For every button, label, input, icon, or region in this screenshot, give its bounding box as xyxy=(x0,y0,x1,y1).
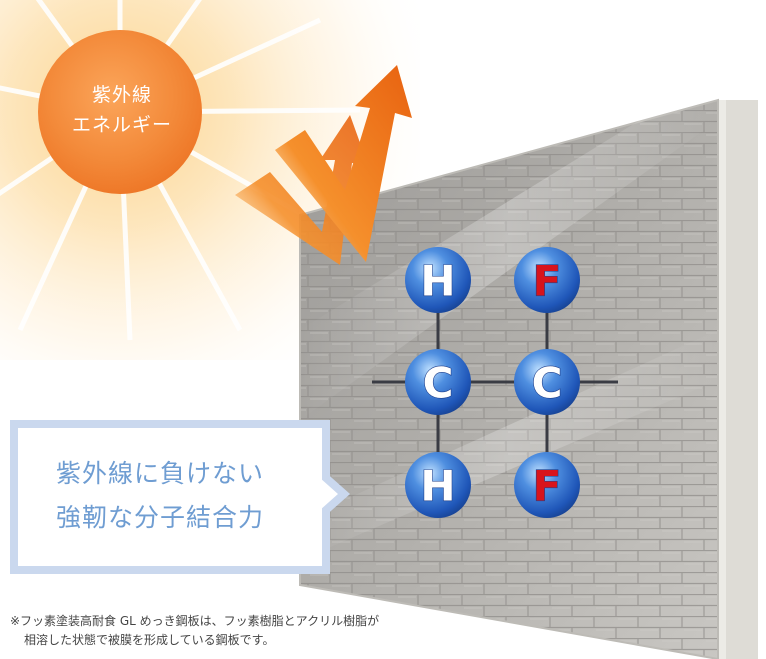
steel-wall-panel xyxy=(299,98,758,659)
callout-line-1: 紫外線に負けない xyxy=(56,459,265,488)
footnote-line-1: ※フッ素塗装高耐食 GL めっき鋼板は、フッ素樹脂とアクリル樹脂が xyxy=(10,614,380,628)
sun-label-line-1: 紫外線 xyxy=(91,84,152,106)
atom-c-left: C xyxy=(405,349,471,415)
callout-line-2: 強靭な分子結合力 xyxy=(56,503,265,532)
atom-label: H xyxy=(420,462,455,511)
footnote-line-2: 相溶した状態で被膜を形成している鋼板です。 xyxy=(24,633,275,647)
footnote: ※フッ素塗装高耐食 GL めっき鋼板は、フッ素樹脂とアクリル樹脂が 相溶した状態… xyxy=(10,612,379,650)
atom-label: H xyxy=(420,257,455,306)
atom-f-top: F xyxy=(514,247,580,313)
sun xyxy=(38,30,202,194)
atom-label: F xyxy=(533,257,562,306)
sun-label: 紫外線 エネルギー xyxy=(56,80,188,140)
atom-label: F xyxy=(533,462,562,511)
atom-f-bottom: F xyxy=(514,452,580,518)
reflected-uv-arrows xyxy=(235,65,412,265)
callout-box xyxy=(10,420,351,574)
atom-label: C xyxy=(532,359,563,408)
atom-label: C xyxy=(423,359,454,408)
atom-h-bottom: H xyxy=(405,452,471,518)
atom-c-right: C xyxy=(514,349,580,415)
atom-h-top: H xyxy=(405,247,471,313)
sun-label-line-2: エネルギー xyxy=(71,114,172,136)
callout-text: 紫外線に負けない 強靭な分子結合力 xyxy=(56,452,264,540)
